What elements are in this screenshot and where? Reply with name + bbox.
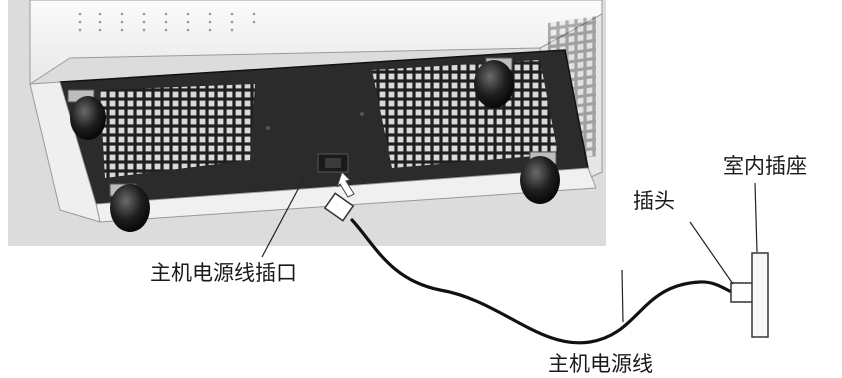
screw-hole: [360, 112, 364, 116]
screw-hole: [266, 126, 270, 130]
host-power-cable-label: 主机电源线: [548, 352, 653, 376]
insert-direction-arrow: [336, 171, 355, 198]
power-port-inner: [325, 158, 341, 168]
caster-wheel: [109, 183, 150, 232]
power-cable: [350, 218, 734, 345]
caster-wheel: [67, 89, 106, 140]
caster-wheel: [474, 57, 514, 108]
wall-socket-label: 室内插座: [723, 154, 807, 178]
caster-wheel: [520, 151, 560, 204]
plug: [730, 282, 754, 303]
cable-connector-host: [323, 192, 355, 222]
top-vent-dots: [78, 12, 256, 32]
host-power-port-label: 主机电源线插口: [150, 261, 297, 285]
leader-line-plug: [689, 221, 734, 285]
vent-grid-left: [100, 84, 255, 178]
left-side: [29, 81, 101, 223]
leader-line-port: [261, 177, 305, 258]
plug-label: 插头: [633, 189, 675, 213]
leader-line-socket: [754, 182, 758, 253]
host-underside-photo: [8, 0, 606, 246]
wall-socket: [751, 252, 769, 338]
leader-line-cable: [621, 269, 624, 323]
